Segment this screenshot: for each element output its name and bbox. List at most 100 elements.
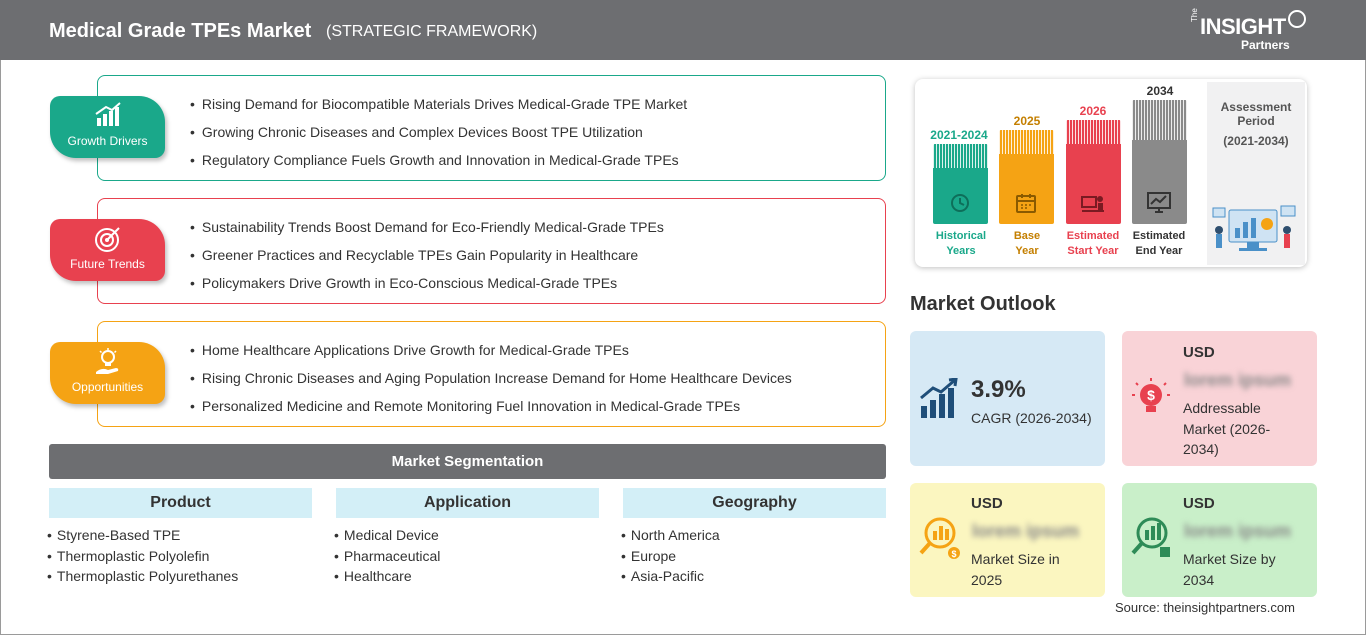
magnifier-chart-icon: $ <box>919 517 960 559</box>
opportunities-box: Home Healthcare Applications Drive Growt… <box>97 321 886 427</box>
segment-product-list: Styrene-Based TPE Thermoplastic Polyolef… <box>47 525 238 587</box>
size-2025-value-blurred: lorem ipsum <box>972 521 1080 541</box>
source-credit: Source: theinsightpartners.com <box>1115 600 1295 615</box>
caption-line1: Estimated <box>1066 230 1120 242</box>
future-trends-box: Sustainability Trends Boost Demand for E… <box>97 198 886 304</box>
insight-partners-logo[interactable]: The INSIGHT Partners <box>1188 8 1308 54</box>
caption-base: Base Year <box>990 229 1064 259</box>
segment-geography-heading: Geography <box>623 488 886 518</box>
magnifier-growth-icon <box>1131 517 1170 557</box>
growth-drivers-list: Rising Demand for Biocompatible Material… <box>190 94 687 178</box>
addressable-currency: USD <box>1183 344 1215 361</box>
list-item: Policymakers Drive Growth in Eco-Conscio… <box>190 273 664 301</box>
addressable-market-card: USD lorem ipsum Addressable Market (2026… <box>1122 331 1317 466</box>
assessment-period-panel: Assessment Period (2021-2034) <box>1207 82 1305 265</box>
growth-drivers-tag: Growth Drivers <box>50 96 165 158</box>
bar-start <box>1066 120 1121 224</box>
market-size-2025-card: USD lorem ipsum Market Size in 2025 $ <box>910 483 1105 597</box>
future-trends-list: Sustainability Trends Boost Demand for E… <box>190 217 664 301</box>
opportunities-tag: Opportunities <box>50 342 165 404</box>
svg-text:$: $ <box>1147 387 1155 403</box>
list-item: Styrene-Based TPE <box>47 525 238 546</box>
page-title: Medical Grade TPEs Market <box>49 20 312 42</box>
lightbulb-hand-icon <box>96 348 119 374</box>
assessment-label: Assessment Period <box>1207 100 1305 128</box>
future-trends-tag: Future Trends <box>50 219 165 281</box>
cagr-label: CAGR (2026-2034) <box>971 410 1092 426</box>
caption-line1: Base <box>1013 230 1041 242</box>
caption-line2: Years <box>946 245 976 257</box>
list-item: Growing Chronic Diseases and Complex Dev… <box>190 122 687 150</box>
analytics-illustration-icon <box>1212 205 1296 251</box>
growth-drivers-label: Growth Drivers <box>67 134 148 148</box>
segment-application-heading: Application <box>336 488 599 518</box>
bar-stripe <box>999 130 1054 154</box>
assessment-period: (2021-2034) <box>1223 134 1289 148</box>
size-2025-label: Market Size in 2025 <box>971 549 1060 590</box>
logo-the: The <box>1190 8 1199 22</box>
assessment-label-line1: Assessment <box>1220 100 1292 114</box>
caption-start: Estimated Start Year <box>1056 229 1130 259</box>
year-label-base: 2025 <box>1013 114 1041 128</box>
size-2034-currency: USD <box>1183 495 1215 512</box>
caption-historical: Historical Years <box>924 229 998 259</box>
cagr-value: 3.9% <box>971 376 1026 403</box>
caption-line2: End Year <box>1135 245 1183 257</box>
size-2034-label-line1: Market Size by <box>1183 551 1276 567</box>
history-icon <box>951 194 969 212</box>
calendar-icon <box>1016 194 1036 213</box>
opportunities-list: Home Healthcare Applications Drive Growt… <box>190 340 792 424</box>
future-trends-label: Future Trends <box>70 257 145 271</box>
target-icon <box>95 227 120 252</box>
logo-main: INSIGHT <box>1200 14 1286 39</box>
addressable-label: Addressable Market (2026- 2034) <box>1183 398 1270 460</box>
list-item: Asia-Pacific <box>621 566 720 587</box>
segment-geography-list: North America Europe Asia-Pacific <box>621 525 720 587</box>
caption-line1: Estimated <box>1132 230 1186 242</box>
market-outlook-title: Market Outlook <box>910 293 1056 315</box>
bar-historical <box>933 144 988 224</box>
caption-line1: Historical <box>935 230 987 242</box>
market-size-2034-card: USD lorem ipsum Market Size by 2034 <box>1122 483 1317 597</box>
monitor-chart-icon <box>1147 192 1171 213</box>
size-2034-value-blurred: lorem ipsum <box>1184 521 1292 541</box>
bar-stripe <box>1132 100 1187 140</box>
opportunities-label: Opportunities <box>71 380 144 394</box>
logo-partners: Partners <box>1241 38 1290 52</box>
year-label-start: 2026 <box>1079 104 1107 118</box>
list-item: Greener Practices and Recyclable TPEs Ga… <box>190 245 664 273</box>
bar-stripe <box>933 144 988 168</box>
list-item: Regulatory Compliance Fuels Growth and I… <box>190 150 687 178</box>
list-item: Thermoplastic Polyurethanes <box>47 566 238 587</box>
segment-product-heading: Product <box>49 488 312 518</box>
year-label-end: 2034 <box>1146 84 1174 98</box>
bar-base <box>999 130 1054 224</box>
caption-line2: Year <box>1015 245 1039 257</box>
svg-text:$: $ <box>951 549 956 559</box>
bar-end <box>1132 100 1187 224</box>
list-item: Pharmaceutical <box>334 546 441 567</box>
assessment-label-line2: Period <box>1237 114 1275 128</box>
addressable-value-blurred: lorem ipsum <box>1184 370 1292 390</box>
year-label-historical: 2021-2024 <box>930 128 988 142</box>
caption-line2: Start Year <box>1067 245 1119 257</box>
list-item: Rising Chronic Diseases and Aging Popula… <box>190 368 792 396</box>
logo-ring <box>1288 10 1306 28</box>
bar-growth-icon <box>920 378 958 418</box>
size-2034-label: Market Size by 2034 <box>1183 549 1276 590</box>
list-item: Healthcare <box>334 566 440 587</box>
cagr-card: 3.9% CAGR (2026-2034) <box>910 331 1105 466</box>
list-item: Personalized Medicine and Remote Monitor… <box>190 396 792 424</box>
growth-chart-icon <box>95 102 121 126</box>
segment-application-list: Medical Device Pharmaceutical Healthcare <box>334 525 441 587</box>
dollar-bulb-icon: $ <box>1132 378 1170 412</box>
header-bar: Medical Grade TPEs Market (STRATEGIC FRA… <box>0 0 1366 60</box>
addressable-label-line3: 2034) <box>1183 441 1219 457</box>
list-item: Home Healthcare Applications Drive Growt… <box>190 340 792 368</box>
addressable-label-line2: Market (2026- <box>1183 420 1271 437</box>
addressable-label-line1: Addressable <box>1183 400 1261 416</box>
list-item: Medical Device <box>334 525 440 546</box>
list-item: North America <box>621 525 720 546</box>
list-item: Europe <box>621 546 720 567</box>
list-item: Sustainability Trends Boost Demand for E… <box>190 217 664 245</box>
